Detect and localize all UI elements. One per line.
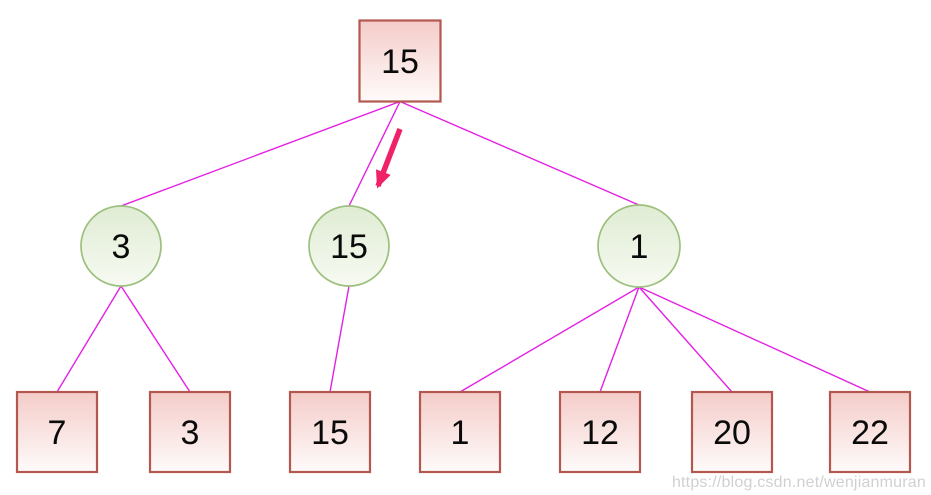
square-shape-root bbox=[358, 19, 442, 103]
edge-c15-l15 bbox=[329, 285, 350, 393]
tree-node-l12: 12 bbox=[558, 390, 642, 474]
node-label-root: 15 bbox=[381, 43, 419, 81]
node-label-l7: 7 bbox=[48, 414, 67, 452]
node-label-c1: 1 bbox=[630, 228, 649, 266]
node-label-l20: 20 bbox=[713, 414, 751, 452]
nodes-layer: 15 3 15 1 7 3 15 1 12 20 22 bbox=[15, 19, 912, 474]
tree-node-l22: 22 bbox=[828, 390, 912, 474]
edge-c1-l1 bbox=[459, 286, 640, 393]
node-label-l12: 12 bbox=[581, 414, 619, 452]
tree-node-c3: 3 bbox=[80, 205, 162, 287]
tree-node-l7: 7 bbox=[15, 390, 99, 474]
tree-node-l15: 15 bbox=[288, 390, 372, 474]
circle-shape-c3 bbox=[80, 205, 162, 287]
circle-shape-c1 bbox=[597, 204, 681, 288]
tree-node-l1: 1 bbox=[418, 390, 502, 474]
edge-c3-l3 bbox=[120, 285, 191, 393]
square-shape-l1 bbox=[418, 390, 502, 474]
edge-root-c1 bbox=[399, 100, 640, 206]
square-shape-l3 bbox=[148, 390, 232, 474]
edge-c1-l12 bbox=[599, 286, 640, 393]
tree-node-c15: 15 bbox=[308, 205, 390, 287]
node-label-l15: 15 bbox=[311, 414, 349, 452]
tree-node-l3: 3 bbox=[148, 390, 232, 474]
square-shape-l7 bbox=[15, 390, 99, 474]
node-label-c15: 15 bbox=[330, 228, 368, 266]
insertion-arrow bbox=[375, 128, 403, 189]
tree-node-root: 15 bbox=[358, 19, 442, 103]
edge-root-c15 bbox=[348, 101, 401, 207]
node-label-l22: 22 bbox=[851, 414, 889, 452]
square-shape-l12 bbox=[558, 390, 642, 474]
edges-layer bbox=[56, 100, 871, 393]
edge-c1-l20 bbox=[638, 286, 733, 393]
square-shape-l22 bbox=[828, 390, 912, 474]
node-label-l1: 1 bbox=[451, 414, 470, 452]
square-shape-l20 bbox=[690, 390, 774, 474]
node-label-l3: 3 bbox=[181, 414, 200, 452]
insertion-arrow-layer bbox=[375, 128, 403, 189]
edge-c1-l22 bbox=[638, 286, 871, 393]
tree-node-c1: 1 bbox=[597, 204, 681, 288]
edge-c3-l7 bbox=[56, 285, 122, 393]
node-label-c3: 3 bbox=[112, 228, 131, 266]
edge-root-c3 bbox=[120, 100, 401, 207]
square-shape-l15 bbox=[288, 390, 372, 474]
tree-node-l20: 20 bbox=[690, 390, 774, 474]
circle-shape-c15 bbox=[308, 205, 390, 287]
